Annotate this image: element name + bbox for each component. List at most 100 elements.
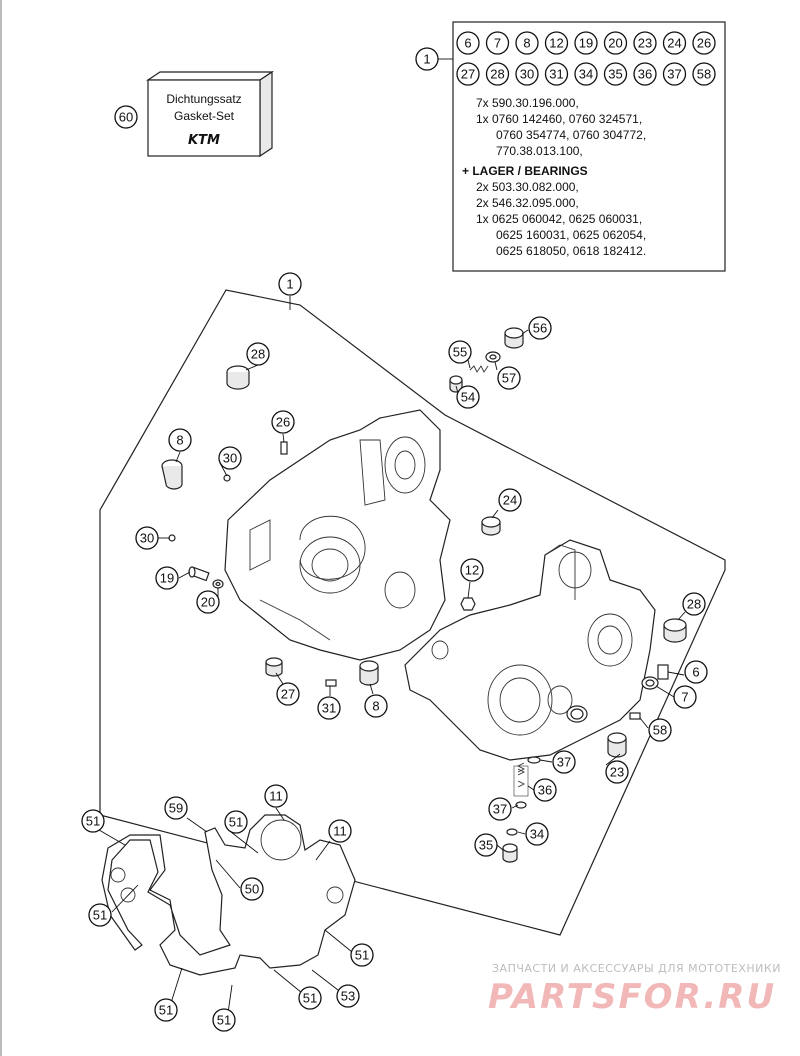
callout-c11a: 11 — [264, 784, 288, 808]
info-callout-3-label: 12 — [549, 36, 563, 51]
callout-c34-label: 34 — [530, 827, 544, 842]
callout-c56: 56 — [528, 316, 552, 340]
info-callout-14: 35 — [603, 62, 628, 86]
callout-c31: 31 — [317, 696, 341, 720]
callout-main-frame: 1 — [278, 272, 302, 296]
callout-c11b-label: 11 — [333, 824, 347, 839]
callout-c55: 55 — [448, 340, 472, 364]
ring-37-top — [527, 756, 541, 764]
info-callout-6-label: 23 — [638, 36, 652, 51]
callout-c58-label: 58 — [653, 723, 667, 738]
info-callout-7-label: 24 — [667, 36, 681, 51]
info-callout-6: 23 — [633, 31, 657, 55]
callout-c26-label: 26 — [276, 415, 290, 430]
info-callout-17-label: 58 — [697, 67, 711, 82]
callout-c35-label: 35 — [479, 838, 493, 853]
info-line-7: 1x 0625 060042, 0625 060031, — [476, 212, 642, 226]
info-callout-1: 7 — [485, 31, 510, 55]
watermark-logo: PARTSFOR.RU — [488, 977, 776, 1017]
callout-c51f-label: 51 — [217, 1013, 231, 1028]
callout-c59-label: 59 — [169, 801, 183, 816]
info-callout-4-label: 19 — [579, 36, 593, 51]
info-callout-8-label: 26 — [697, 36, 711, 51]
info-callout-10-label: 28 — [490, 67, 504, 82]
callout-c11a-label: 11 — [269, 789, 283, 804]
info-callout-9-label: 27 — [461, 67, 475, 82]
callout-c54-label: 54 — [461, 390, 475, 405]
callout-c31-label: 31 — [322, 701, 336, 716]
leader-lines — [98, 329, 686, 1014]
info-callout-0-label: 6 — [464, 36, 471, 51]
callout-c51c-label: 51 — [93, 908, 107, 923]
info-line-1: 1x 0760 142460, 0760 324571, — [476, 112, 642, 126]
screw-26 — [280, 441, 288, 455]
callout-c30a-label: 30 — [223, 451, 237, 466]
callout-c7: 7 — [673, 685, 697, 709]
callout-c51g-label: 51 — [303, 991, 317, 1006]
screw-30-top — [223, 474, 231, 482]
callout-c23-label: 23 — [610, 765, 624, 780]
info-callout-4: 19 — [574, 31, 598, 55]
plug-35 — [502, 843, 518, 863]
info-callout-10: 28 — [485, 62, 510, 86]
bushing-8-right — [359, 660, 379, 686]
info-callout-16: 37 — [662, 62, 687, 86]
info-line-8: 0625 160031, 0625 062054, — [496, 228, 646, 242]
callout-c58: 58 — [648, 718, 672, 742]
callout-c28a-label: 28 — [251, 347, 265, 362]
callout-c8b-label: 8 — [372, 699, 379, 714]
info-callout-5: 20 — [603, 31, 628, 55]
callout-c7-label: 7 — [681, 690, 688, 705]
callout-c53-label: 53 — [341, 989, 355, 1004]
info-line-9: 0625 618050, 0618 182412. — [496, 244, 646, 258]
callout-c26: 26 — [271, 410, 295, 434]
watermark-tagline: ЗАПЧАСТИ И АКСЕССУАРЫ ДЛЯ МОТОТЕХНИКИ — [492, 962, 781, 975]
callout-c27-label: 27 — [281, 687, 295, 702]
bushing-8-left — [161, 459, 183, 490]
screw-12 — [460, 597, 476, 611]
info-callout-12: 31 — [544, 62, 569, 86]
info-part-numbers: 7x 590.30.196.000,1x 0760 142460, 0760 3… — [462, 96, 646, 258]
left-crankcase-half — [224, 409, 451, 661]
kit-box-line1: Dichtungssatz — [166, 92, 241, 106]
callout-c28b: 28 — [682, 592, 706, 616]
callout-c37b: 37 — [488, 797, 512, 821]
callout-c56-label: 56 — [533, 321, 547, 336]
dowel-24 — [481, 516, 501, 536]
callout-c57: 57 — [497, 366, 521, 390]
info-callout-2-label: 8 — [523, 36, 530, 51]
callout-c11b: 11 — [328, 819, 352, 843]
callout-c37b-label: 37 — [493, 802, 507, 817]
callout-c51g: 51 — [298, 986, 322, 1010]
info-callout-5-label: 20 — [608, 36, 622, 51]
info-callout-13-label: 34 — [579, 67, 593, 82]
info-callout-8: 26 — [692, 31, 716, 55]
callout-c20-label: 20 — [201, 595, 215, 610]
callout-main-top-label: 1 — [423, 52, 430, 67]
callout-c8a: 8 — [168, 428, 192, 452]
callout-c28b-label: 28 — [687, 597, 701, 612]
info-callout-15: 36 — [633, 62, 657, 86]
callout-c20: 20 — [196, 590, 220, 614]
callout-c55-label: 55 — [453, 345, 467, 360]
callout-c8b: 8 — [364, 694, 388, 718]
callout-c51b-label: 51 — [229, 815, 243, 830]
bearing-28-left — [226, 365, 250, 390]
info-callout-12-label: 31 — [549, 67, 563, 82]
info-callout-13: 34 — [574, 62, 598, 86]
screw-58 — [629, 712, 641, 720]
callout-c30b: 30 — [135, 526, 159, 550]
callout-c51f: 51 — [212, 1008, 236, 1032]
info-callout-14-label: 35 — [608, 67, 622, 82]
washer-57 — [485, 351, 501, 363]
callout-c54: 54 — [456, 385, 480, 409]
info-callout-2: 8 — [515, 31, 539, 55]
callout-c36-label: 36 — [538, 783, 552, 798]
info-callout-11: 30 — [515, 62, 539, 86]
callout-main-frame-label: 1 — [286, 277, 293, 292]
callout-c30b-label: 30 — [140, 531, 154, 546]
crankcase-gasket — [101, 814, 356, 976]
